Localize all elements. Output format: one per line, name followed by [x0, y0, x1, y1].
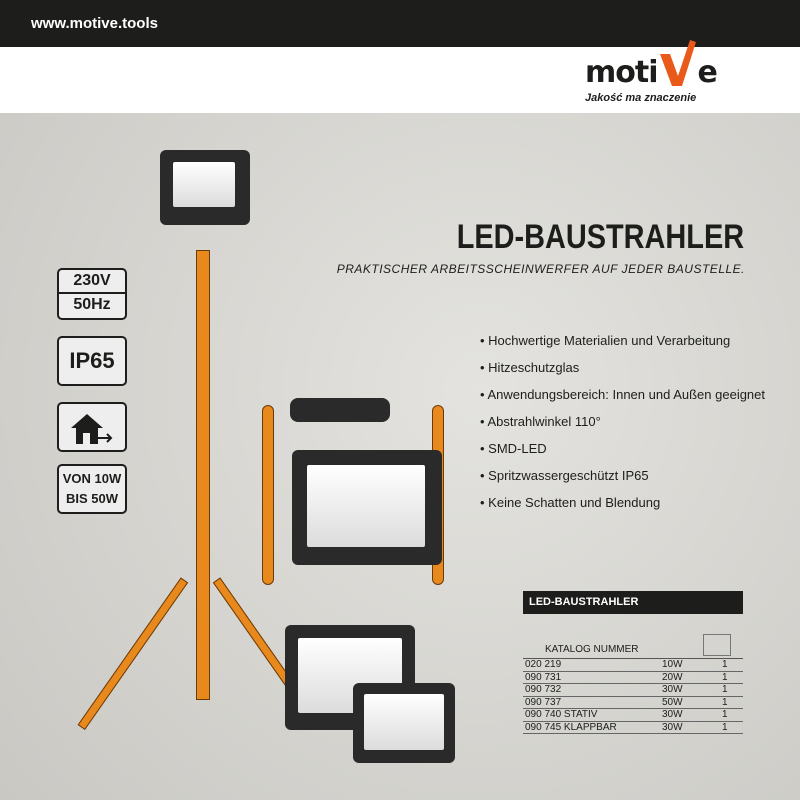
table-cell: 1 — [722, 659, 728, 670]
table-cell: 1 — [722, 709, 728, 720]
table-row: 090 745 KLAPPBAR 30W 1 — [523, 721, 743, 734]
feature-item: • SMD-LED — [480, 441, 547, 456]
table-cell: 1 — [722, 684, 728, 695]
table-cell: 1 — [722, 721, 728, 733]
table-cell: 50W — [662, 696, 683, 708]
table-title: LED-BAUSTRAHLER — [523, 591, 743, 614]
power-badge: VON 10W BIS 50W — [57, 464, 127, 514]
table-row: 090 740 STATIV 30W 1 — [523, 709, 743, 722]
feature-item: • Keine Schatten und Blendung — [480, 495, 661, 510]
table-row: 090 731 20W 1 — [523, 671, 743, 684]
voltage-badge: 230V 50Hz — [57, 268, 127, 320]
column-header: KATALOG NUMMER — [545, 644, 639, 655]
table-cell: 20W — [662, 671, 683, 683]
feature-list: • Hochwertige Materialien und Verarbeitu… — [480, 333, 770, 522]
table-cell: 10W — [662, 659, 683, 670]
ip-badge: IP65 — [57, 336, 127, 386]
floodlight-small — [353, 683, 455, 763]
table-row: 090 732 30W 1 — [523, 684, 743, 697]
box-icon — [703, 634, 731, 656]
table-cell: 020 219 — [525, 659, 562, 670]
feature-item: • Anwendungsbereich: Innen und Außen gee… — [480, 387, 766, 402]
table-row: 020 219 10W 1 — [523, 659, 743, 672]
table-cell: 30W — [662, 709, 683, 720]
table-cell: 1 — [722, 671, 728, 683]
brand-v-mark — [659, 40, 696, 86]
tagline: Jakość ma znaczenie — [585, 92, 697, 104]
table-cell: 090 740 STATIV — [525, 709, 598, 720]
table-cell: 30W — [662, 721, 683, 733]
table-cell: 30W — [662, 684, 683, 695]
website-url[interactable]: www.motive.tools — [31, 15, 158, 32]
table-cell: 1 — [722, 696, 728, 708]
table-cell: 090 732 — [525, 684, 562, 695]
table-cell: 090 737 — [525, 696, 562, 708]
frequency-label: 50Hz — [73, 296, 111, 313]
house-arrow-icon — [71, 414, 113, 444]
power-max-label: BIS 50W — [65, 491, 118, 506]
table-cell: 090 731 — [525, 671, 562, 683]
feature-item: • Abstrahlwinkel 110° — [480, 414, 601, 429]
subtitle: PRAKTISCHER ARBEITSSCHEINWERFER AUF JEDE… — [336, 262, 745, 276]
voltage-label: 230V — [59, 270, 125, 294]
table-row: 090 737 50W 1 — [523, 696, 743, 709]
brand-logo: moti e Jakość ma znaczenie — [585, 40, 775, 110]
indoor-outdoor-badge — [57, 402, 127, 452]
feature-item: • Hochwertige Materialien und Verarbeitu… — [480, 333, 731, 348]
table-cell: 090 745 KLAPPBAR — [525, 721, 617, 733]
feature-item: • Hitzeschutzglas — [480, 360, 580, 375]
power-min-label: VON 10W — [62, 471, 122, 486]
feature-item: • Spritzwassergeschützt IP65 — [480, 468, 649, 483]
brand-wordmark: moti e — [585, 40, 718, 88]
page-title: LED-BAUSTRAHLER — [456, 218, 744, 256]
top-bar: www.motive.tools — [0, 0, 800, 47]
